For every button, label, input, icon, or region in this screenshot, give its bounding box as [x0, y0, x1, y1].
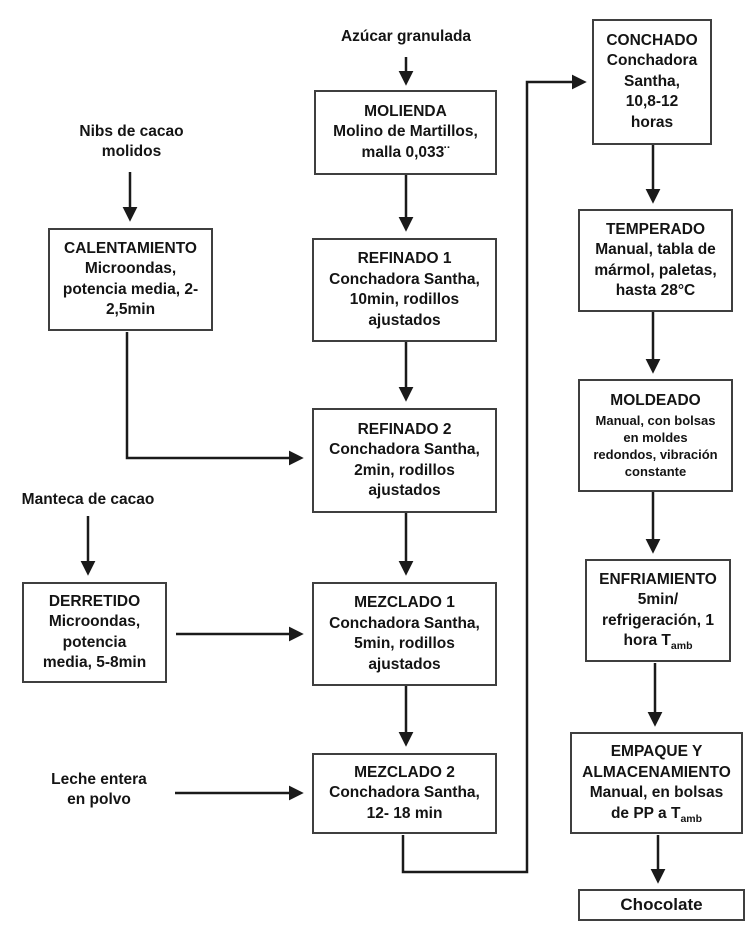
arrow-calentamiento-to-refinado2 — [125, 332, 304, 466]
box-line: potencia — [62, 633, 127, 651]
box-line: ALMACENAMIENTO — [582, 763, 731, 781]
process-box-conchado: CONCHADO Conchadora Santha, 10,8-12 hora… — [592, 19, 712, 145]
box-line: Conchadora Santha, — [329, 614, 480, 632]
label-line: Azúcar granulada — [340, 28, 472, 45]
process-box-mezclado2: MEZCLADO 2 Conchadora Santha, 12- 18 min — [312, 753, 497, 834]
label-line: molidos — [101, 143, 162, 160]
box-line: Chocolate — [620, 894, 703, 914]
box-line: malla 0,033¨ — [361, 143, 450, 161]
subscript-amb: amb — [670, 640, 693, 653]
box-line: Conchadora Santha, — [329, 441, 480, 458]
box-line: media, 5-8min — [42, 654, 147, 671]
box-line: Conchadora Santha, — [329, 784, 480, 802]
process-box-enfriamiento: ENFRIAMIENTO 5min/ refrigeración, 1 hora… — [585, 559, 731, 662]
box-line: MOLIENDA — [364, 102, 447, 120]
box-line: Manual, en bolsas — [589, 784, 724, 801]
box-line: 10min, rodillos — [349, 291, 460, 308]
box-line: de PP a Tamb — [611, 804, 702, 825]
box-line: 12- 18 min — [366, 804, 443, 822]
box-line: DERRETIDO — [48, 592, 141, 610]
box-line: ajustados — [368, 482, 441, 499]
box-line: 2,5min — [105, 301, 156, 318]
process-box-mezclado1: MEZCLADO 1 Conchadora Santha, 5min, rodi… — [312, 582, 497, 686]
box-line: 5min/ — [637, 591, 679, 608]
box-line: 10,8-12 — [625, 93, 679, 111]
box-line: MEZCLADO 1 — [354, 594, 455, 611]
box-line: 2min, rodillos — [354, 461, 455, 479]
process-box-molienda: MOLIENDA Molino de Martillos, malla 0,03… — [314, 90, 497, 175]
box-line: ajustados — [368, 311, 441, 329]
box-line: hasta 28°C — [615, 282, 696, 299]
box-line: REFINADO 1 — [357, 250, 452, 267]
label-line: Nibs de cacao — [79, 123, 184, 140]
label-line: Manteca de cacao — [21, 491, 155, 508]
box-line: mármol, paletas, — [594, 261, 717, 279]
box-line: ENFRIAMIENTO — [599, 570, 717, 588]
process-box-refinado2: REFINADO 2 Conchadora Santha, 2min, rodi… — [312, 408, 497, 513]
label-line: Leche entera — [51, 771, 147, 788]
process-box-derretido: DERRETIDO Microondas, potencia media, 5-… — [22, 582, 167, 683]
label-line: en polvo — [67, 791, 131, 808]
box-line: Conchadora — [606, 52, 698, 70]
box-line: Microondas, — [84, 260, 177, 277]
box-line: CONCHADO — [606, 31, 698, 49]
process-box-empaque: EMPAQUE Y ALMACENAMIENTO Manual, en bols… — [570, 732, 743, 834]
box-line: hora Tamb — [624, 631, 693, 652]
box-line: constante — [624, 463, 687, 479]
box-line: redondos, vibración — [593, 446, 718, 462]
box-line: refrigeración, 1 — [602, 611, 714, 629]
process-box-moldeado: MOLDEADO Manual, con bolsas en moldes re… — [578, 379, 733, 492]
box-line: TEMPERADO — [605, 220, 706, 238]
box-line: CALENTAMIENTO — [64, 239, 197, 257]
label-leche-entera: Leche entera en polvo — [40, 770, 158, 810]
box-line: Molino de Martillos, — [333, 123, 478, 141]
subscript-prefix: hora T — [623, 632, 671, 649]
box-line: MEZCLADO 2 — [354, 763, 455, 781]
box-line: MOLDEADO — [610, 392, 701, 410]
process-box-calentamiento: CALENTAMIENTO Microondas, potencia media… — [48, 228, 213, 331]
subscript-amb: amb — [680, 812, 703, 825]
box-line: potencia media, 2- — [62, 280, 199, 298]
box-line: en moldes — [623, 429, 688, 445]
box-line: EMPAQUE Y — [610, 743, 703, 760]
process-box-temperado: TEMPERADO Manual, tabla de mármol, palet… — [578, 209, 733, 312]
box-line: ajustados — [368, 655, 441, 673]
label-manteca-de-cacao: Manteca de cacao — [12, 490, 164, 510]
terminal-box-chocolate: Chocolate — [578, 889, 745, 921]
box-line: 5min, rodillos — [354, 635, 455, 652]
box-line: Santha, — [624, 72, 680, 90]
box-line: Manual, tabla de — [595, 241, 716, 258]
subscript-prefix: de PP a T — [610, 804, 681, 822]
box-line: Microondas, — [48, 613, 141, 630]
process-box-refinado1: REFINADO 1 Conchadora Santha, 10min, rod… — [312, 238, 497, 342]
box-line: horas — [630, 113, 674, 131]
box-line: Manual, con bolsas — [595, 412, 716, 428]
label-nibs-de-cacao: Nibs de cacao molidos — [58, 122, 205, 162]
box-line: Conchadora Santha, — [329, 270, 480, 288]
label-azucar-granulada: Azúcar granulada — [320, 27, 492, 47]
box-line: REFINADO 2 — [357, 420, 452, 438]
